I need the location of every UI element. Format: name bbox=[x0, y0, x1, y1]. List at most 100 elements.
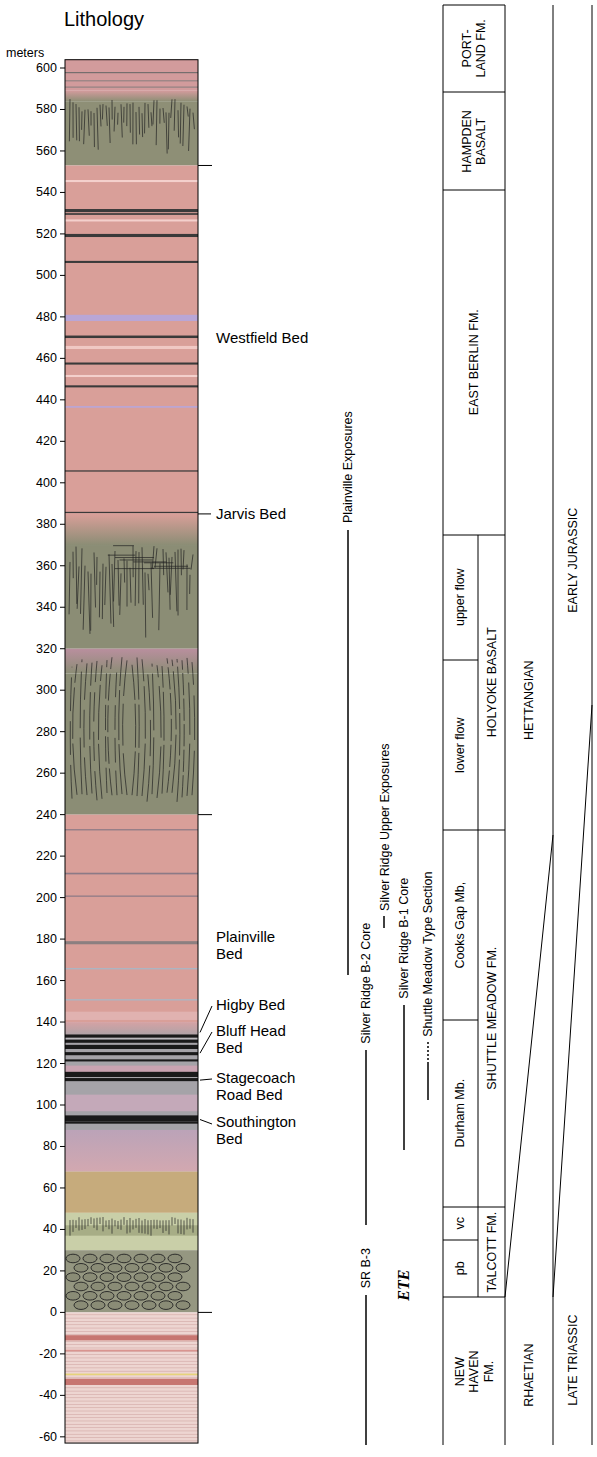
rock-layer bbox=[65, 1095, 198, 1112]
column-border bbox=[65, 60, 198, 1443]
rock-layer bbox=[65, 1045, 198, 1049]
unit-name: lower flow bbox=[453, 717, 467, 773]
rock-layer bbox=[65, 375, 198, 377]
leader-line bbox=[60, 399, 65, 400]
rock-layer bbox=[65, 1327, 198, 1329]
rock-layer bbox=[65, 315, 198, 321]
rock-layer bbox=[65, 1370, 198, 1372]
table-rule bbox=[478, 535, 479, 1297]
rock-layer bbox=[65, 1374, 198, 1376]
unit-name: RHAETIAN bbox=[522, 1344, 536, 1407]
unit-name: SHUTTLE MEADOW FM. bbox=[485, 947, 499, 1090]
leader-line bbox=[60, 1105, 65, 1106]
leader-line bbox=[60, 648, 65, 649]
diagram-title: Lithology bbox=[64, 8, 144, 31]
rock-layer bbox=[65, 1357, 198, 1359]
rock-layer bbox=[65, 514, 198, 545]
axis-tick-label: 340 bbox=[36, 600, 57, 614]
event-label: ETE bbox=[395, 1269, 413, 1300]
unit-name: EAST BERLIN FM. bbox=[467, 309, 481, 415]
rock-layer bbox=[65, 1387, 198, 1389]
formation-cell: pb bbox=[453, 1261, 467, 1275]
formation-cell: NEW HAVEN FM. bbox=[452, 1344, 495, 1399]
rock-layer bbox=[65, 1078, 198, 1081]
rock-layer bbox=[65, 80, 198, 82]
rock-layer bbox=[65, 101, 198, 165]
leader-line bbox=[60, 358, 65, 359]
leader-line bbox=[60, 690, 65, 691]
axis-unit: meters bbox=[6, 46, 44, 60]
axis-tick-label: 440 bbox=[36, 393, 57, 407]
formation-table bbox=[443, 5, 592, 1445]
axis-tick-label: -20 bbox=[39, 1347, 57, 1361]
rock-layer bbox=[65, 1354, 198, 1356]
leader-line bbox=[200, 1032, 212, 1053]
bed-label: Stagecoach Road Bed bbox=[216, 1069, 301, 1104]
rock-layer bbox=[65, 1367, 198, 1369]
rock-layer bbox=[65, 180, 198, 182]
axis-tick-label: 120 bbox=[36, 1057, 57, 1071]
axis-tick-label: 100 bbox=[36, 1098, 57, 1112]
axis-tick-label: 320 bbox=[36, 642, 57, 656]
leader-line bbox=[60, 1436, 65, 1437]
axis-tick-label: 460 bbox=[36, 351, 57, 365]
rock-layer bbox=[65, 1331, 198, 1333]
table-rule bbox=[443, 1297, 505, 1298]
axis-tick-label: 180 bbox=[36, 932, 57, 946]
unit-name: HAMPDEN BASALT bbox=[460, 103, 489, 178]
axis-tick-label: -60 bbox=[39, 1430, 57, 1444]
rock-layer bbox=[65, 1390, 198, 1392]
rock-layer bbox=[65, 1250, 198, 1312]
rock-layer bbox=[65, 1324, 198, 1326]
axis-tick-label: 480 bbox=[36, 310, 57, 324]
formation-cell: Cooks Gap Mb, bbox=[453, 882, 467, 969]
rock-layer bbox=[65, 999, 198, 1000]
rock-layer bbox=[65, 261, 198, 263]
rock-layer bbox=[65, 234, 198, 237]
leader-line bbox=[60, 1187, 65, 1188]
rock-layer bbox=[65, 336, 198, 338]
rock-layer bbox=[65, 1404, 198, 1406]
rock-layer bbox=[65, 1440, 198, 1442]
leader-lines bbox=[60, 68, 212, 1437]
section-bar bbox=[403, 1005, 405, 1150]
leader-line bbox=[60, 856, 65, 857]
rock-layer bbox=[65, 873, 198, 875]
leader-line bbox=[200, 1079, 212, 1080]
leader-line bbox=[60, 1270, 65, 1271]
section-bar bbox=[427, 1042, 429, 1062]
leader-line bbox=[198, 814, 212, 815]
rock-layer bbox=[65, 545, 198, 649]
table-rule bbox=[443, 1207, 505, 1208]
leader-line bbox=[200, 1120, 212, 1124]
rock-layer bbox=[65, 1374, 198, 1376]
rock-layer bbox=[65, 1379, 198, 1385]
unit-name: pb bbox=[453, 1261, 467, 1275]
bed-label: Southington Bed bbox=[216, 1113, 301, 1148]
section-bar bbox=[383, 916, 385, 928]
axis-tick-label: 420 bbox=[36, 434, 57, 448]
rock-layer bbox=[65, 941, 198, 944]
axis-tick-label: 280 bbox=[36, 725, 57, 739]
section-label: Shuttle Meadow Type Section bbox=[421, 871, 435, 1036]
section-bar bbox=[427, 1062, 429, 1100]
axis-tick-label: 540 bbox=[36, 185, 57, 199]
leader-line bbox=[198, 1312, 212, 1313]
time-unit-cell: RHAETIAN bbox=[522, 1344, 536, 1407]
conglomerate-clasts bbox=[66, 1254, 190, 1309]
table-rule bbox=[592, 5, 593, 1445]
lithology-column bbox=[65, 60, 198, 1443]
axis-tick-label: 80 bbox=[43, 1139, 57, 1153]
formation-cell: PORT- LAND FM. bbox=[460, 17, 489, 79]
axis-tick-label: 40 bbox=[43, 1222, 57, 1236]
table-rule bbox=[505, 5, 506, 1445]
rock-layer bbox=[65, 1423, 198, 1425]
rock-layer bbox=[65, 829, 198, 830]
leader-line bbox=[60, 1353, 65, 1354]
leader-line bbox=[60, 109, 65, 110]
formation-cell: TALCOTT FM. bbox=[485, 1212, 499, 1293]
axis-tick-label: 20 bbox=[43, 1264, 57, 1278]
leader-line bbox=[60, 316, 65, 317]
